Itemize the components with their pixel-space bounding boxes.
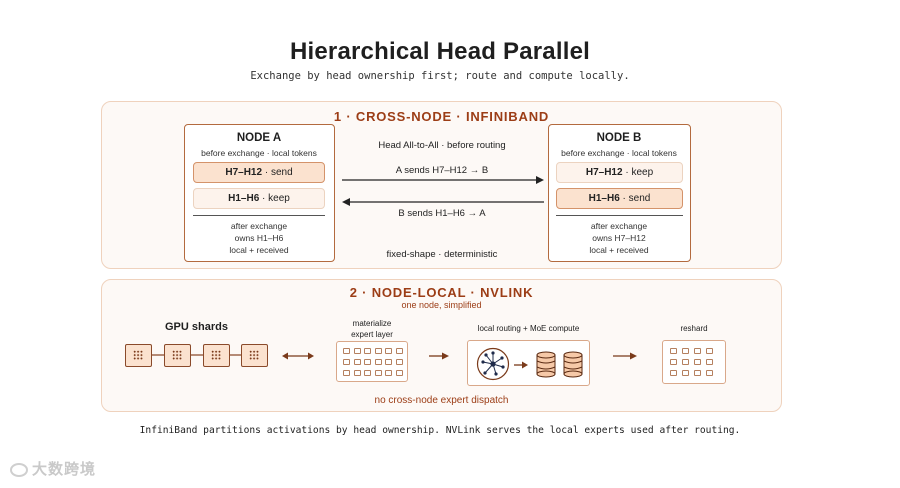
database-icon: [536, 351, 556, 378]
node-a-chip-send: H7–H12 · send: [193, 162, 325, 183]
grid-cell: [385, 370, 392, 376]
gpu-shards-label: GPU shards: [165, 321, 228, 333]
node-b-chip2-action: · send: [619, 193, 651, 204]
footer-caption: InfiniBand partitions activations by hea…: [139, 425, 741, 436]
grid-cell: [694, 359, 701, 365]
node-b-box: NODE B before exchange · local tokens H7…: [548, 124, 691, 262]
node-a-after-text: after exchange owns H1–H6 local + receiv…: [185, 220, 333, 256]
node-b-after-line: owns H7–H12: [592, 233, 646, 243]
grid-cell: [694, 370, 701, 376]
routing-label: local routing + MoE compute: [477, 324, 580, 333]
grid-cell: [670, 359, 677, 365]
gpu-chip-icon: [241, 344, 268, 367]
grid-cell: [395, 348, 403, 354]
expert-layer-grid: [336, 341, 408, 382]
watermark-logo: 大数跨境: [10, 458, 96, 479]
page-title: Hierarchical Head Parallel: [289, 38, 591, 65]
grid-cell: [374, 370, 382, 376]
grid-cell: [395, 359, 403, 365]
grid-cell: [682, 370, 689, 376]
node-a-divider: [193, 215, 325, 216]
arrow-right-label: A sends H7–H12 → B: [395, 165, 489, 176]
grid-cell: [343, 359, 350, 365]
node-b-after-text: after exchange owns H7–H12 local + recei…: [549, 220, 689, 256]
node-b-after-line: after exchange: [590, 221, 648, 231]
grid-cell: [694, 348, 701, 354]
arrow-right-icon: [514, 361, 528, 369]
grid-cell: [364, 370, 371, 376]
gpu-chip-icon: [203, 344, 230, 367]
node-b-chip2-heads: H1–H6: [588, 193, 620, 204]
node-a-chip2-heads: H1–H6: [228, 193, 260, 204]
grid-cell: [353, 359, 361, 365]
grid-cell: [364, 348, 371, 354]
grid-cell: [385, 348, 392, 354]
arrow-right-icon: [342, 176, 544, 184]
gpu-chip-icon: [125, 344, 152, 367]
node-b-after-line: local + received: [589, 245, 649, 255]
node-b-subtitle: before exchange · local tokens: [561, 148, 677, 158]
node-b-chip1-action: · keep: [622, 167, 654, 178]
grid-cell: [682, 348, 689, 354]
grid-cell: [374, 359, 382, 365]
watermark-text: 大数跨境: [32, 461, 97, 478]
routing-compute-box: [467, 340, 590, 386]
grid-cell: [395, 370, 403, 376]
materialize-label: materialize expert layer: [334, 318, 410, 340]
grid-cell: [706, 359, 713, 365]
reshard-grid: [662, 340, 726, 384]
grid-cell: [706, 370, 713, 376]
arrow-left-icon: [342, 198, 544, 206]
cross-node-section-title: 1 · CROSS-NODE · INFINIBAND: [333, 109, 550, 124]
watermark-mark-icon: [10, 463, 28, 478]
node-a-subtitle: before exchange · local tokens: [201, 148, 317, 158]
node-a-after-line: local + received: [229, 245, 289, 255]
grid-cell: [670, 348, 677, 354]
grid-cell: [706, 348, 713, 354]
materialize-label-line: expert layer: [351, 330, 393, 339]
database-icon: [563, 351, 583, 378]
grid-cell: [670, 370, 677, 376]
grid-cell: [374, 348, 382, 354]
materialize-label-line: materialize: [352, 319, 392, 328]
node-local-section-title: 2 · NODE-LOCAL · NVLINK: [349, 285, 534, 300]
node-b-title: NODE B: [596, 132, 642, 144]
node-a-chip2-action: · keep: [259, 193, 290, 204]
node-a-after-line: owns H1–H6: [234, 233, 284, 243]
grid-cell: [343, 370, 350, 376]
grid-cell: [343, 348, 350, 354]
node-a-box: NODE A before exchange · local tokens H7…: [184, 124, 335, 262]
node-a-chip1-heads: H7–H12: [225, 167, 263, 178]
node-a-title: NODE A: [236, 132, 282, 144]
page-subtitle: Exchange by head ownership first; route …: [250, 70, 630, 82]
node-b-chip-keep: H7–H12 · keep: [556, 162, 683, 183]
grid-cell: [353, 348, 361, 354]
grid-cell: [682, 359, 689, 365]
all-to-all-label: Head All-to-All · before routing: [378, 140, 506, 151]
no-dispatch-label: no cross-node expert dispatch: [374, 395, 509, 406]
grid-cell: [364, 359, 371, 365]
node-local-subtitle: one node, simplified: [401, 300, 482, 310]
router-hub-icon: [476, 347, 510, 381]
bidirectional-arrow-icon: [282, 352, 314, 360]
arrow-left-label: B sends H1–H6 → A: [398, 208, 486, 219]
node-b-chip1-heads: H7–H12: [585, 167, 623, 178]
node-a-chip-keep: H1–H6 · keep: [193, 188, 325, 209]
grid-cell: [385, 359, 392, 365]
node-b-chip-send: H1–H6 · send: [556, 188, 683, 209]
arrow-right-icon: [613, 352, 637, 360]
node-a-chip1-action: · send: [262, 167, 293, 178]
gpu-chip-icon: [164, 344, 191, 367]
deterministic-label: fixed-shape · deterministic: [386, 249, 498, 260]
reshard-label: reshard: [680, 324, 708, 333]
arrow-right-icon: [429, 352, 449, 360]
grid-cell: [353, 370, 361, 376]
node-a-after-line: after exchange: [230, 221, 288, 231]
node-b-divider: [556, 215, 683, 216]
